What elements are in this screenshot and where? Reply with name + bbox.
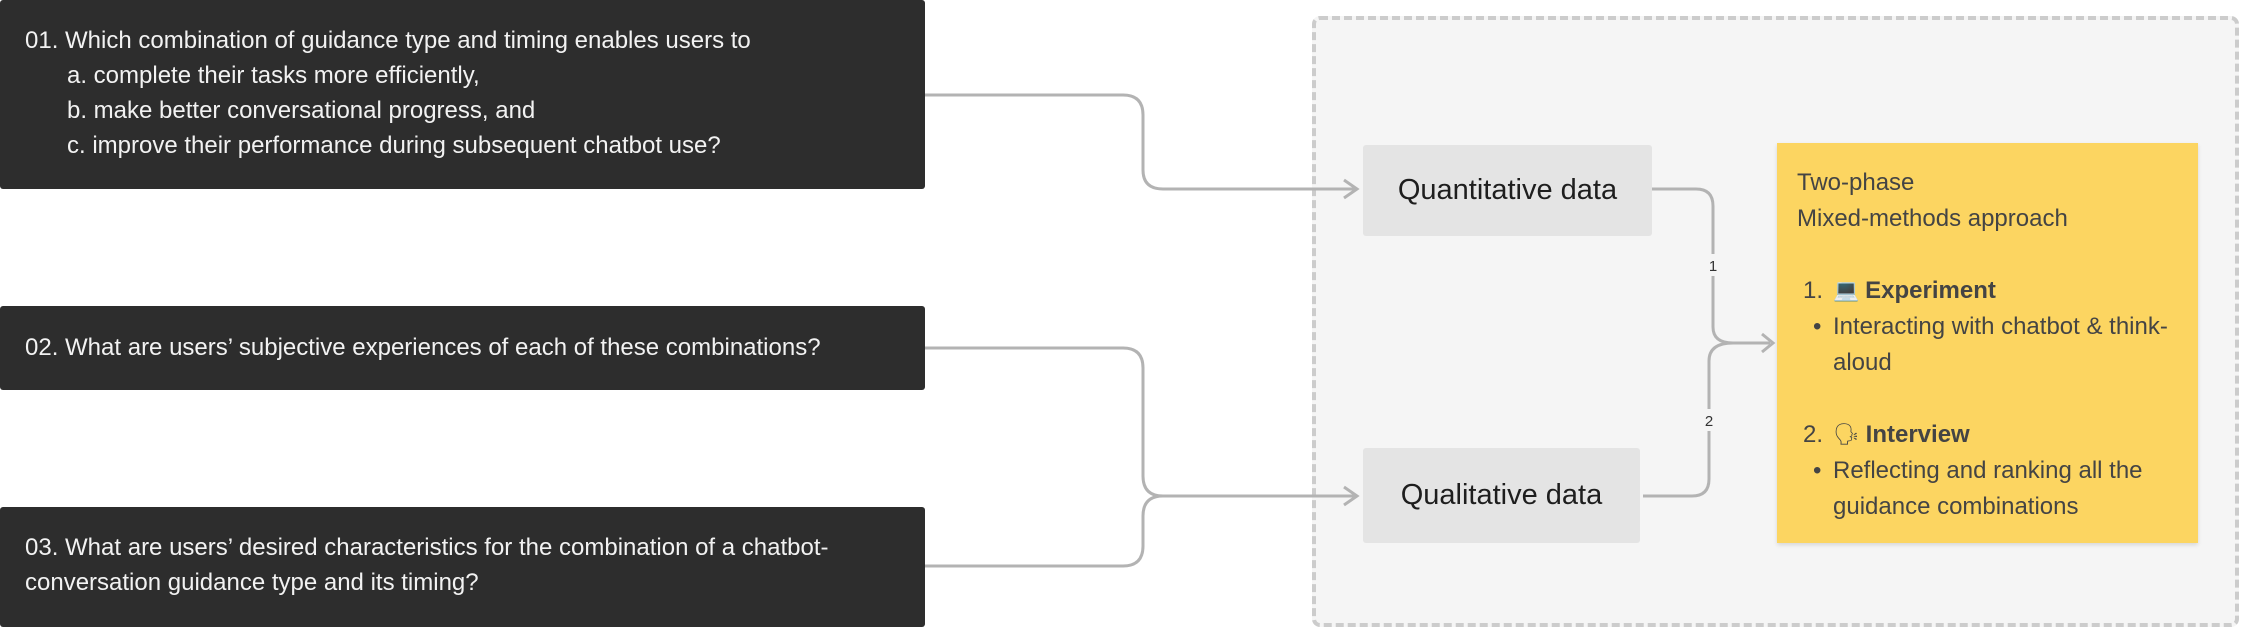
- connector-q1-to-quantitative: [925, 93, 1355, 191]
- laptop-icon: 💻: [1833, 279, 1860, 302]
- bullet-dot-icon: •: [1813, 457, 1822, 484]
- question-3-line-1: 03. What are users’ desired characterist…: [25, 534, 829, 561]
- approach-title-line-1: Two-phase: [1797, 169, 1915, 196]
- arrowhead-qualitative: [1343, 485, 1360, 507]
- edge-label-2: 2: [1705, 413, 1713, 430]
- question-3-box: 03. What are users’ desired characterist…: [0, 507, 925, 627]
- quantitative-data-box: Quantitative data: [1363, 145, 1652, 236]
- step-1-bullet-text: Interacting with chatbot & think-aloud: [1833, 313, 2168, 376]
- qualitative-data-box: Qualitative data: [1363, 448, 1640, 543]
- edge-label-1: 1: [1709, 258, 1717, 275]
- approach-note: Two-phase Mixed-methods approach 1. 💻 Ex…: [1777, 143, 2198, 543]
- step-2-bullet: • Reflecting and ranking all the guidanc…: [1797, 453, 2178, 525]
- question-1-text: 01. Which combination of guidance type a…: [25, 27, 751, 54]
- arrowhead-quantitative: [1343, 178, 1360, 200]
- question-2-text: 02. What are users’ subjective experienc…: [25, 334, 821, 361]
- quantitative-data-label: Quantitative data: [1397, 174, 1618, 206]
- question-1-box: 01. Which combination of guidance type a…: [0, 0, 925, 189]
- step-1-title: Experiment: [1865, 277, 1996, 304]
- step-2-bullet-text: Reflecting and ranking all the guidance …: [1833, 457, 2143, 520]
- step-1-bullet: • Interacting with chatbot & think-aloud: [1797, 309, 2178, 381]
- question-1-item-c: c. improve their performance during subs…: [67, 132, 721, 159]
- question-1-item-b: b. make better conversational progress, …: [67, 97, 536, 124]
- arrowhead-approach: [1761, 332, 1776, 354]
- question-3-line-2: conversation guidance type and its timin…: [25, 569, 479, 596]
- speaking-head-icon: 🗣: [1833, 423, 1860, 446]
- step-2-number: 2.: [1803, 421, 1824, 448]
- step-interview: 2. 🗣 Interview: [1797, 417, 2178, 453]
- question-1-item-a: a. complete their tasks more efficiently…: [67, 62, 480, 89]
- step-2-title: Interview: [1865, 421, 1970, 448]
- connector-qualitative-to-approach: [1643, 341, 1734, 498]
- qualitative-data-label: Qualitative data: [1400, 479, 1603, 511]
- question-2-box: 02. What are users’ subjective experienc…: [0, 306, 925, 390]
- step-1-number: 1.: [1803, 277, 1824, 304]
- bullet-dot-icon: •: [1813, 313, 1822, 340]
- edge-label-1-bg: [1703, 254, 1723, 276]
- approach-title-line-2: Mixed-methods approach: [1797, 205, 2068, 232]
- step-experiment: 1. 💻 Experiment: [1797, 273, 2178, 309]
- edge-label-2-bg: [1699, 409, 1719, 431]
- connector-q3-to-qualitative: [925, 494, 1164, 568]
- connector-q2-to-qualitative: [925, 346, 1355, 498]
